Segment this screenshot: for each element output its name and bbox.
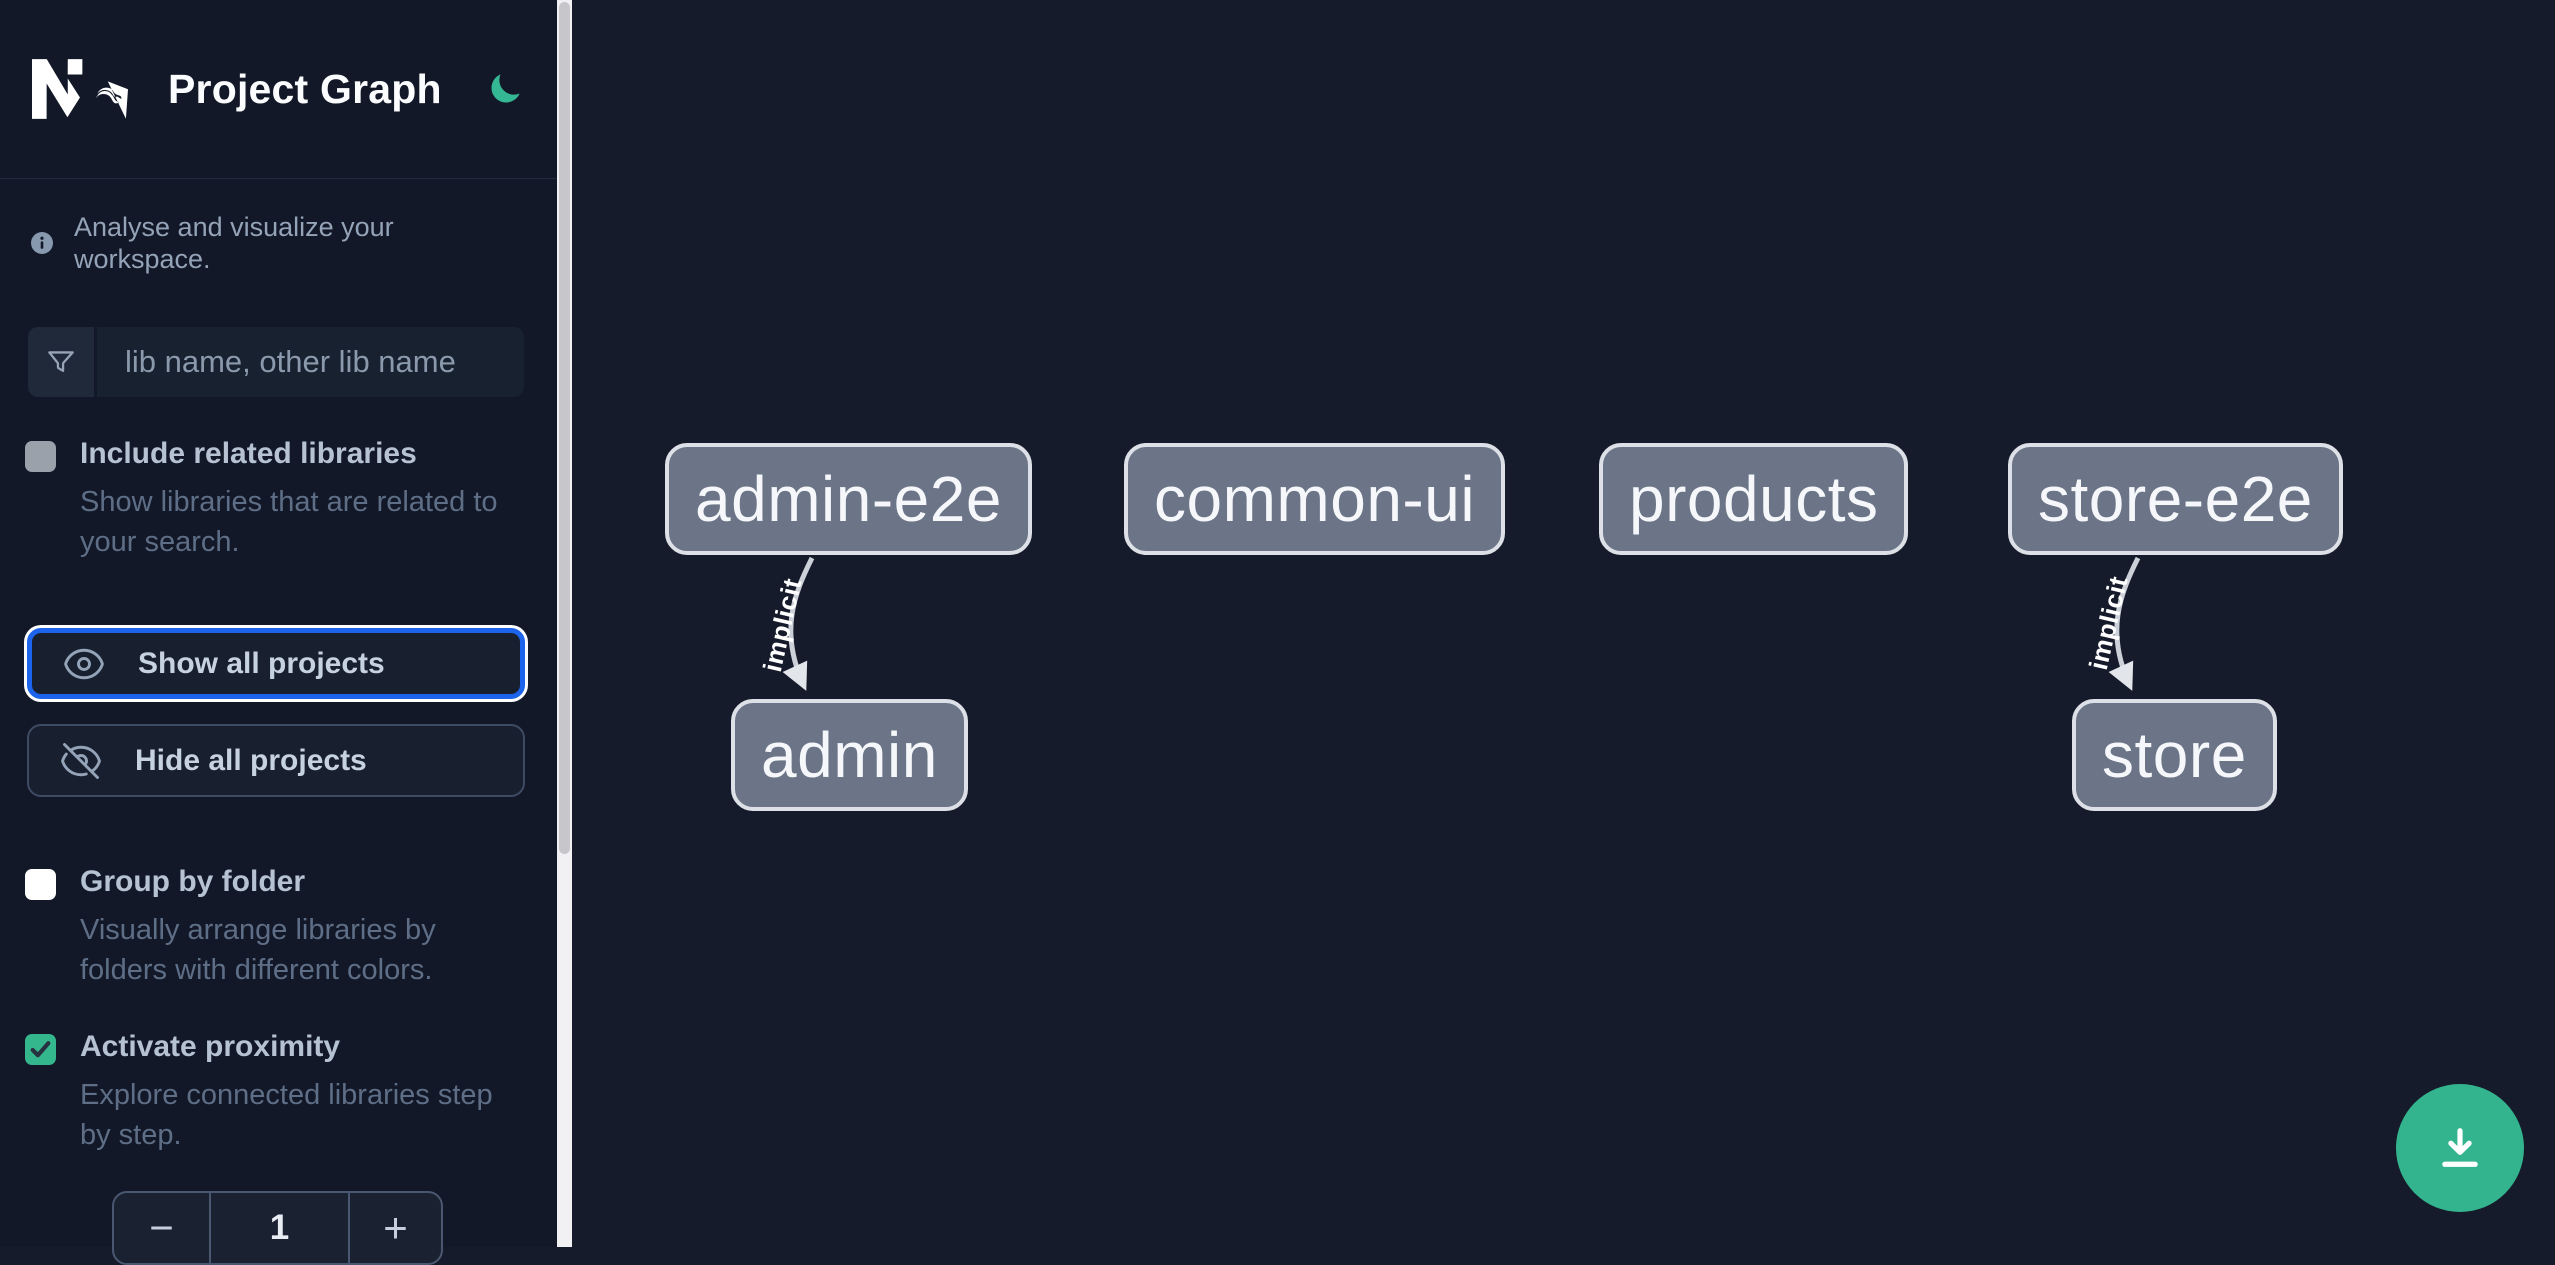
info-icon bbox=[31, 232, 53, 254]
project-graph-canvas[interactable] bbox=[572, 0, 2555, 1247]
graph-node-store[interactable]: store bbox=[2072, 699, 2277, 811]
search-input[interactable] bbox=[97, 327, 524, 397]
download-icon bbox=[2442, 1128, 2478, 1167]
graph-node-admin-e2e[interactable]: admin-e2e bbox=[665, 443, 1032, 555]
group-by-folder-checkbox[interactable] bbox=[25, 869, 56, 900]
checkmark-icon bbox=[30, 1041, 51, 1058]
include-related-label[interactable]: Include related libraries bbox=[80, 437, 417, 470]
page-title: Project Graph bbox=[168, 65, 442, 112]
workspace-tagline-row: Analyse and visualize your workspace. bbox=[30, 211, 523, 275]
proximity-depth-value: 1 bbox=[209, 1193, 350, 1263]
proximity-depth-stepper: − 1 + bbox=[112, 1191, 443, 1265]
sidebar-header: Project Graph bbox=[0, 0, 557, 179]
option-include-related-libraries: Include related libraries Show libraries… bbox=[25, 437, 524, 562]
activate-proximity-checkbox[interactable] bbox=[25, 1034, 56, 1065]
include-related-checkbox[interactable] bbox=[25, 441, 56, 472]
eye-icon bbox=[64, 648, 104, 679]
group-by-folder-description: Visually arrange libraries by folders wi… bbox=[80, 914, 436, 986]
theme-toggle-button[interactable] bbox=[486, 69, 525, 109]
sidebar: Project Graph Analyse and visualize your… bbox=[0, 0, 557, 1265]
show-all-projects-button[interactable]: Show all projects bbox=[27, 628, 525, 699]
activate-proximity-description: Explore connected libraries step by step… bbox=[80, 1079, 493, 1151]
decrement-button[interactable]: − bbox=[149, 1204, 174, 1251]
option-group-by-folder: Group by folder Visually arrange librari… bbox=[25, 865, 524, 990]
group-by-folder-label[interactable]: Group by folder bbox=[80, 865, 305, 898]
graph-node-common-ui[interactable]: common-ui bbox=[1124, 443, 1506, 555]
funnel-icon bbox=[48, 351, 74, 372]
show-all-projects-label: Show all projects bbox=[138, 646, 385, 680]
hide-all-projects-button[interactable]: Hide all projects bbox=[27, 724, 525, 797]
filter-search-box bbox=[28, 327, 524, 397]
sidebar-scrollbar-thumb[interactable] bbox=[559, 2, 570, 854]
filter-funnel-cell bbox=[28, 327, 97, 397]
eye-slash-icon bbox=[61, 742, 101, 779]
option-activate-proximity: Activate proximity Explore connected lib… bbox=[25, 1030, 524, 1155]
moon-icon bbox=[491, 74, 520, 103]
sidebar-scrollbar-track[interactable] bbox=[557, 0, 572, 1247]
nx-logo-icon bbox=[32, 59, 128, 119]
hide-all-projects-label: Hide all projects bbox=[135, 743, 367, 777]
download-image-button[interactable] bbox=[2396, 1084, 2524, 1212]
include-related-description: Show libraries that are related to your … bbox=[80, 486, 498, 558]
activate-proximity-label[interactable]: Activate proximity bbox=[80, 1030, 341, 1063]
graph-node-products[interactable]: products bbox=[1599, 443, 1909, 555]
graph-node-admin[interactable]: admin bbox=[731, 699, 968, 811]
increment-button[interactable]: + bbox=[383, 1204, 408, 1251]
workspace-tagline: Analyse and visualize your workspace. bbox=[74, 212, 394, 274]
graph-node-store-e2e[interactable]: store-e2e bbox=[2008, 443, 2343, 555]
